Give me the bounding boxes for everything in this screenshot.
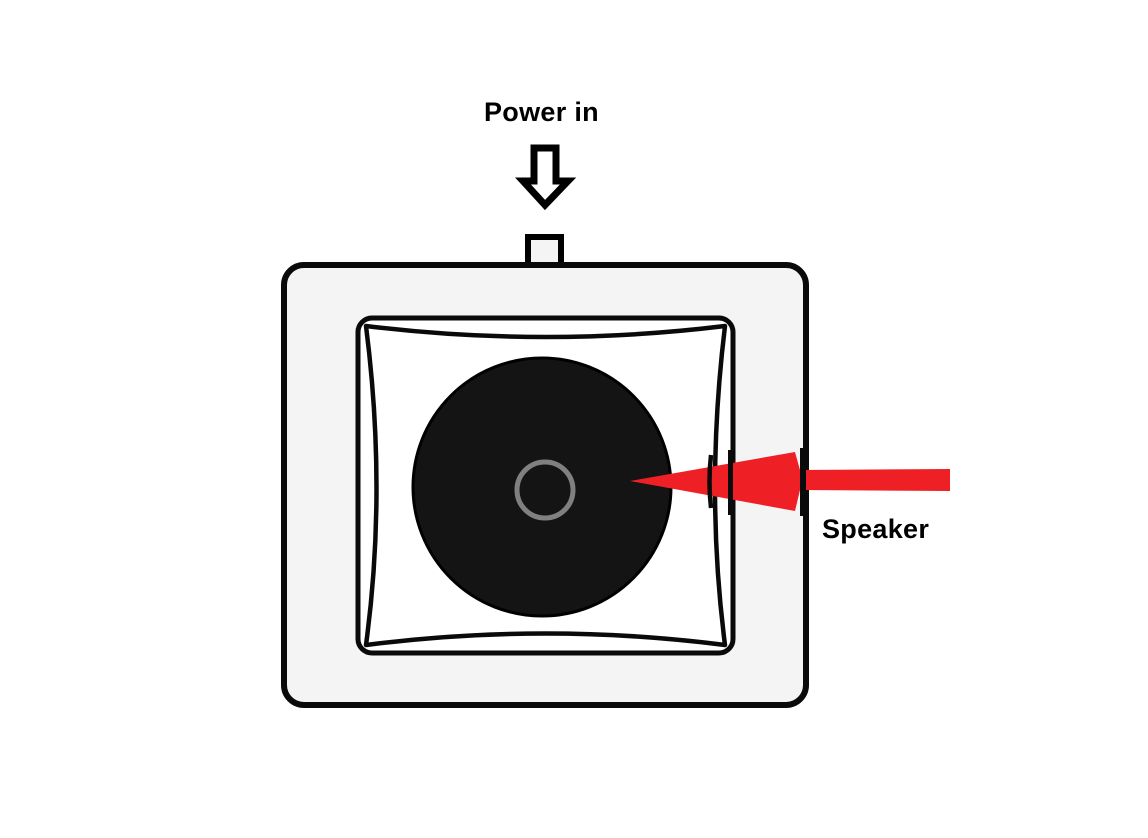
power-in-label: Power in	[484, 97, 599, 127]
power-in-arrow	[515, 144, 577, 211]
baffle-pincushion	[363, 323, 728, 648]
speaker-callout-arrow	[630, 452, 950, 511]
baffle-pincushion-outline	[363, 323, 728, 648]
speaker-callout-arrow-shape	[630, 452, 950, 511]
speaker-callout-arrow-tip-detail	[645, 477, 690, 483]
pincushion-right-edge-overlay	[707, 454, 714, 509]
speaker-cone	[411, 356, 673, 618]
power-in-arrow-shape	[515, 144, 577, 211]
speaker-label: Speaker	[822, 514, 930, 544]
dust-cap-ring	[514, 459, 576, 521]
speaker-cone-disc	[411, 356, 673, 618]
edges-over-arrow	[707, 448, 806, 516]
